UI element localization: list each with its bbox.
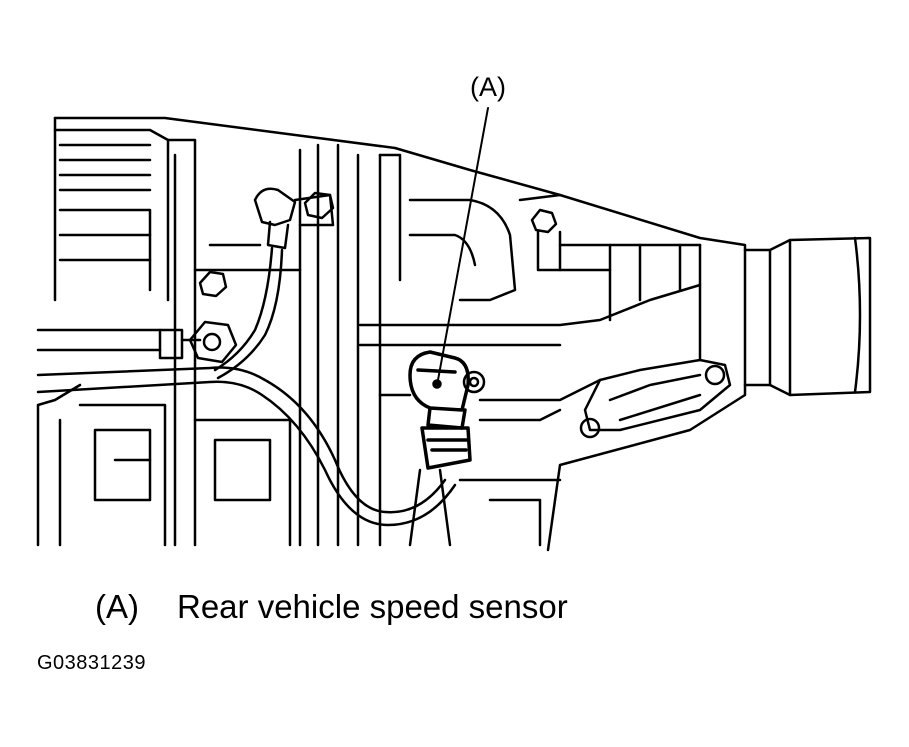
wire-harness: [38, 248, 455, 525]
output-shaft: [745, 238, 870, 395]
bolts: [190, 193, 560, 392]
legend-key: (A): [95, 588, 139, 625]
legend-text: Rear vehicle speed sensor: [177, 588, 568, 625]
bolt-sensor: [464, 372, 484, 392]
bolt-left-large: [190, 322, 236, 362]
rear-vehicle-speed-sensor: [410, 352, 470, 468]
mounting-bracket: [581, 360, 730, 437]
transmission-diagram: [0, 0, 909, 560]
figure-id: G03831239: [37, 652, 147, 674]
bolt-top-center: [305, 193, 333, 218]
callout-label-a: (A): [470, 72, 506, 102]
transmission-housing: [38, 118, 745, 550]
harness-connector: [255, 189, 333, 248]
bolt-left-small: [200, 272, 226, 296]
callout-leader-line: [438, 108, 488, 380]
legend: (A) Rear vehicle speed sensor: [95, 588, 568, 626]
bolt-upper-right: [532, 210, 560, 270]
